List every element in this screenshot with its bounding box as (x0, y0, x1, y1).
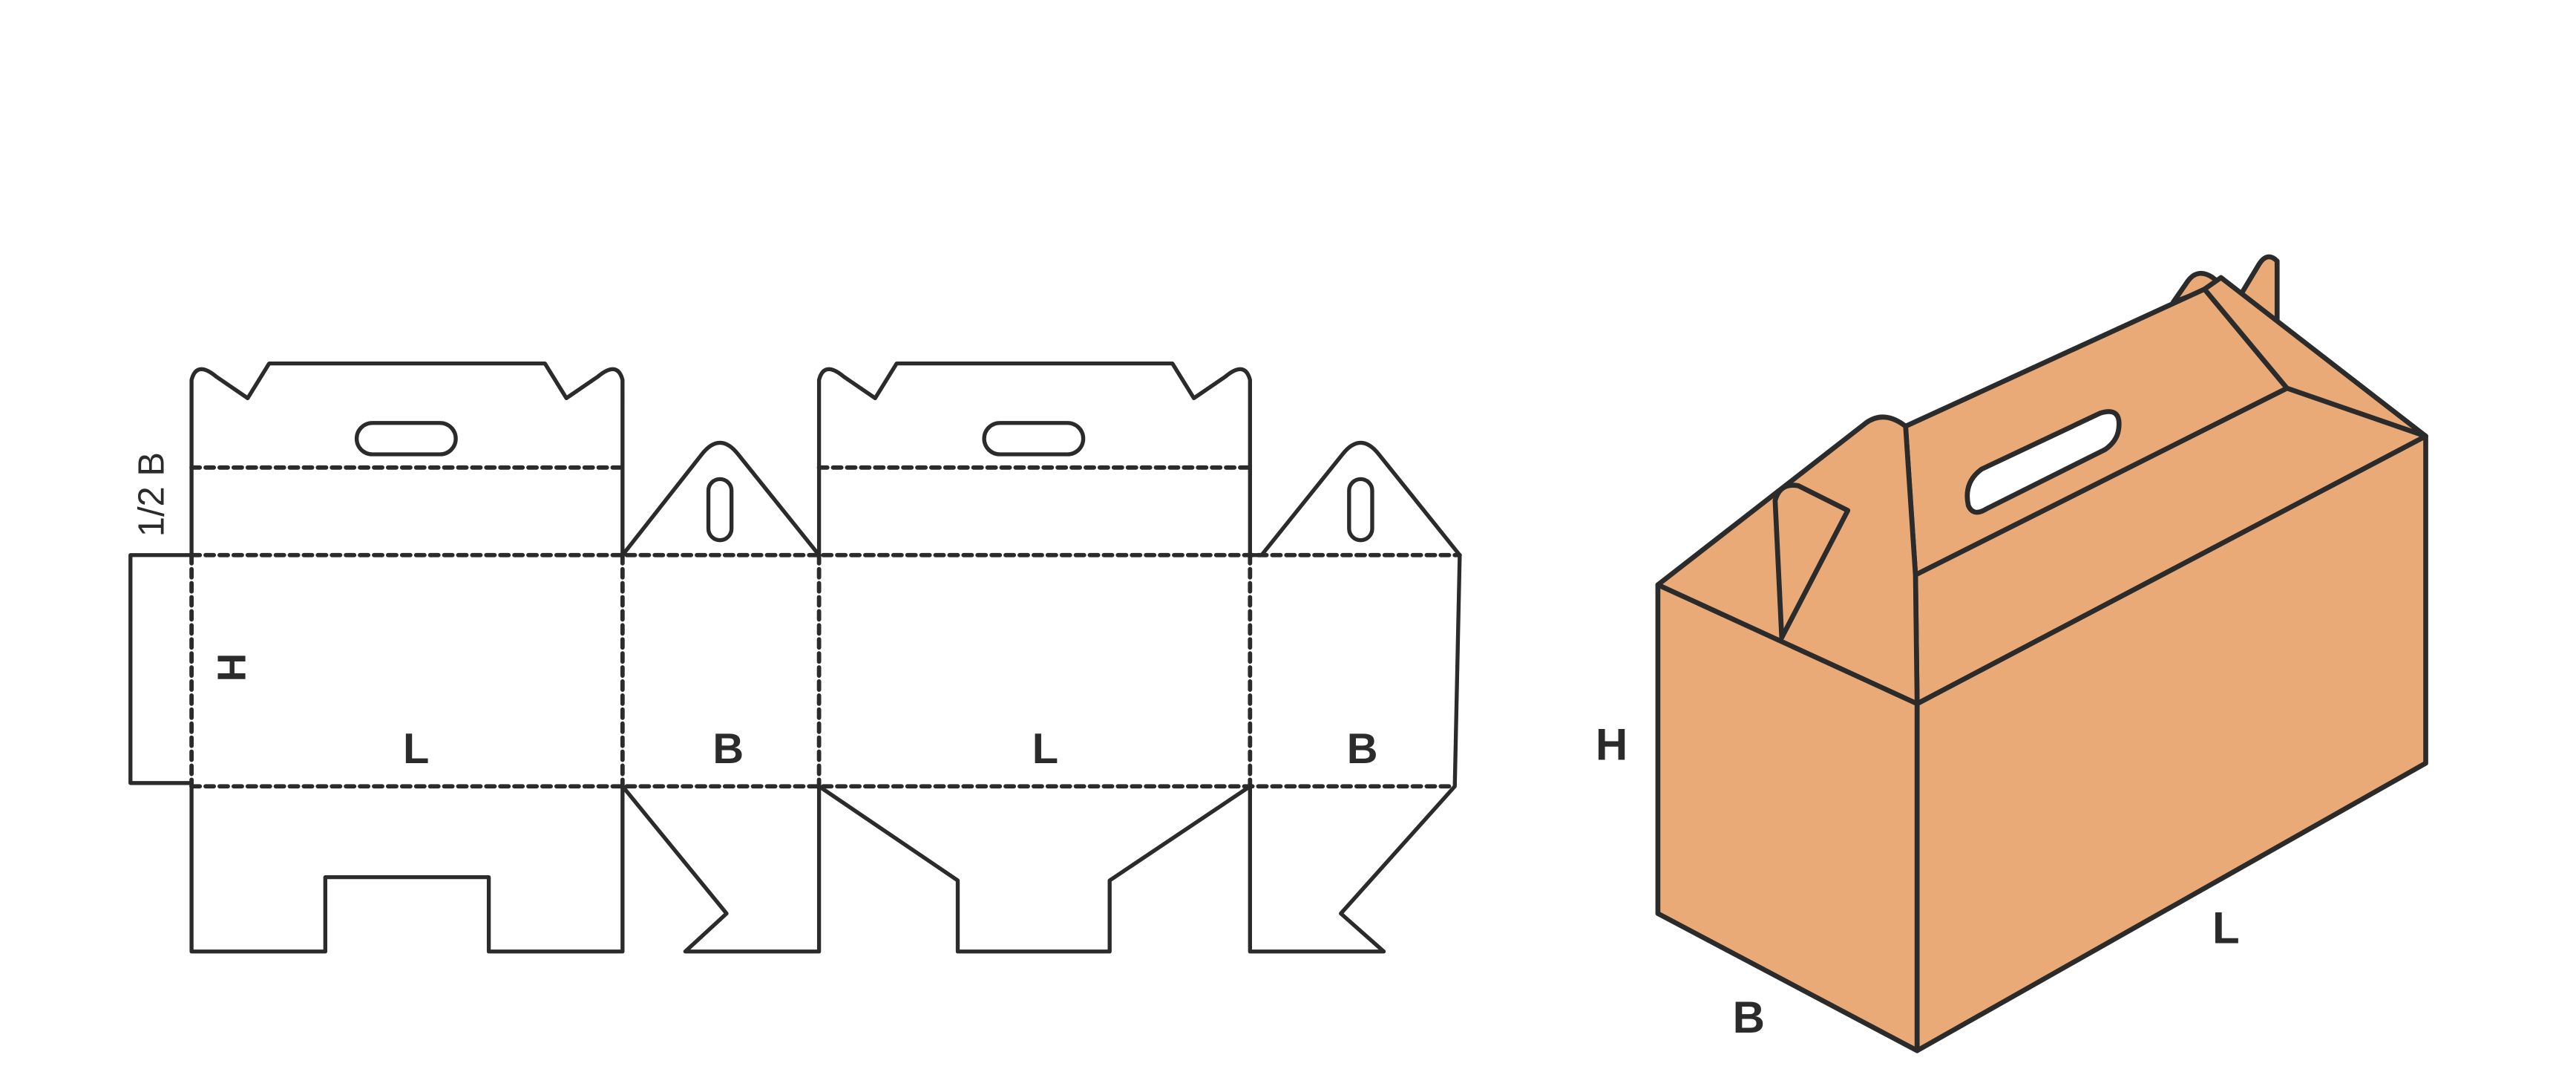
panel-b1-outline (620, 440, 822, 954)
handle-hole-2 (982, 421, 1086, 457)
box-face-l (1914, 434, 2428, 1053)
fold-lines (189, 465, 1462, 789)
label-l-panel-2: L (1032, 725, 1058, 773)
dieline (128, 361, 1462, 954)
back-tab-left (2170, 270, 2223, 305)
label-l-box: L (2212, 903, 2240, 953)
panel-l1-outline (189, 361, 625, 954)
label-l-panel-1: L (403, 725, 429, 773)
panel-b2-outline (1248, 440, 1462, 954)
label-b-panel-1: B (712, 725, 744, 773)
label-h-box: H (1596, 720, 1628, 770)
panel-l2-outline (816, 361, 1252, 954)
handle-hole-1 (354, 421, 458, 457)
label-h-flat: H (209, 653, 253, 682)
label-half-b: 1/2 B (131, 452, 171, 537)
gable-handle-hole (1964, 409, 2122, 515)
glue-flap (128, 553, 194, 785)
label-b-panel-2: B (1347, 725, 1378, 773)
label-b-box: B (1733, 993, 1765, 1042)
back-tab-right (2236, 254, 2280, 327)
assembled-box (1655, 254, 2428, 1053)
handle-slot-1 (706, 477, 734, 543)
handle-slot-2 (1347, 477, 1374, 543)
front-handle-flap (1772, 483, 1851, 641)
